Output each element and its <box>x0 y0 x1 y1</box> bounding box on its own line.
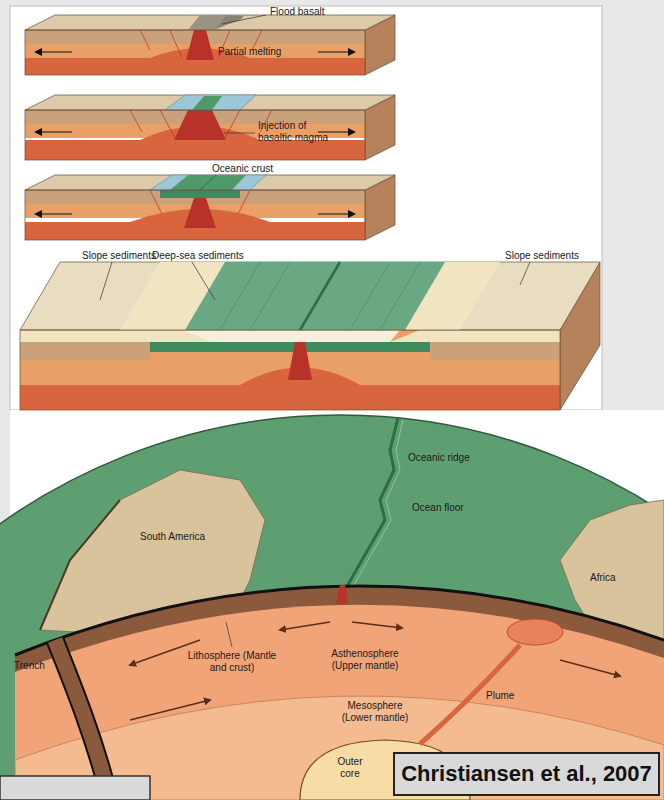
rift-block-2 <box>192 96 222 110</box>
rift-block-4 <box>20 330 560 410</box>
earth-cutaway <box>560 660 620 676</box>
rift-block-4 <box>100 262 112 300</box>
rift-block-4 <box>150 342 430 352</box>
rift-block-2 <box>224 110 240 140</box>
rift-block-1 <box>318 51 354 52</box>
rift-block-4 <box>20 330 560 410</box>
rift-block-2 <box>174 110 226 140</box>
part-label: Plume <box>486 690 514 702</box>
rift-block-2 <box>224 133 255 134</box>
rift-block-4 <box>120 262 225 330</box>
part-label: Oceanic ridge <box>408 452 470 464</box>
rift-block-3 <box>160 190 240 198</box>
part-label: Africa <box>590 572 616 584</box>
rift-block-4 <box>20 262 600 410</box>
rift-block-1 <box>186 30 214 60</box>
rift-block-2 <box>36 131 72 132</box>
earth-cutaway <box>226 622 232 647</box>
part-label: Asthenosphere (Upper mantle) <box>325 648 405 671</box>
rift-block-1 <box>25 30 365 75</box>
rift-block-1 <box>140 30 150 50</box>
part-label: Trench <box>14 660 45 672</box>
rift-block-1 <box>25 15 395 75</box>
rift-block-2 <box>25 110 365 160</box>
part-label: Oceanic crust <box>212 163 273 175</box>
part-label: Outer core <box>330 756 370 779</box>
rift-block-1 <box>25 15 395 30</box>
earth-cutaway <box>420 645 520 744</box>
rift-block-3 <box>318 213 354 214</box>
rift-block-3 <box>238 190 250 214</box>
earth-cutaway <box>0 415 664 800</box>
rift-block-4 <box>405 262 500 330</box>
panel-background <box>10 6 602 410</box>
part-label: Lithosphere (Mantle and crust) <box>186 650 278 673</box>
earth-cutaway <box>345 418 398 590</box>
rift-block-2 <box>130 110 142 132</box>
earth-cutaway <box>130 700 210 720</box>
citation-box: Christiansen et al., 2007 <box>393 752 660 796</box>
rift-block-4 <box>520 262 530 285</box>
rift-block-4 <box>180 330 400 342</box>
part-label: Mesosphere (Lower mantle) <box>335 700 415 723</box>
citation-text: Christiansen et al., 2007 <box>401 761 652 787</box>
rift-block-3 <box>150 175 266 190</box>
earth-cutaway <box>40 500 120 630</box>
rift-block-3 <box>184 198 216 228</box>
rift-block-4 <box>220 262 420 330</box>
rift-block-1 <box>36 51 72 52</box>
earth-cutaway <box>280 622 330 630</box>
rift-block-4 <box>300 262 340 330</box>
part-label: Ocean floor <box>412 502 464 514</box>
earth-cutaway <box>0 776 150 800</box>
rift-block-3 <box>36 213 72 214</box>
rift-block-4 <box>192 262 215 300</box>
earth-cutaway <box>336 585 348 604</box>
earth-cutaway <box>15 586 664 800</box>
rift-block-1 <box>170 30 182 58</box>
part-label: Deep-sea sediments <box>152 250 244 262</box>
rift-block-3 <box>25 175 395 190</box>
part-label: Partial melting <box>218 46 281 58</box>
rift-block-3 <box>170 175 246 190</box>
rift-block-2 <box>165 95 256 110</box>
rift-block-4 <box>20 262 600 330</box>
earth-cutaway <box>15 605 664 800</box>
part-label: Flood basalt <box>270 6 324 18</box>
earth-cutaway <box>352 622 402 628</box>
rift-block-4 <box>390 330 560 342</box>
rift-block-4 <box>20 330 210 342</box>
earth-cutaway <box>0 415 664 800</box>
part-label: Slope sediments <box>505 250 579 262</box>
part-label: Slope sediments <box>82 250 156 262</box>
rift-block-2 <box>160 110 176 140</box>
earth-cutaway <box>351 420 403 590</box>
rift-block-2 <box>25 95 395 160</box>
rift-block-2 <box>25 95 395 110</box>
part-label: South America <box>140 531 205 543</box>
part-label: Injection of basaltic magma <box>258 120 338 143</box>
rift-block-1 <box>222 15 266 24</box>
rift-block-3 <box>150 190 162 214</box>
rift-block-4 <box>288 342 312 380</box>
panel-background <box>10 6 664 800</box>
earth-cutaway <box>507 619 563 645</box>
rift-block-3 <box>25 190 365 240</box>
rift-block-3 <box>25 175 395 240</box>
rift-block-3 <box>200 175 216 190</box>
